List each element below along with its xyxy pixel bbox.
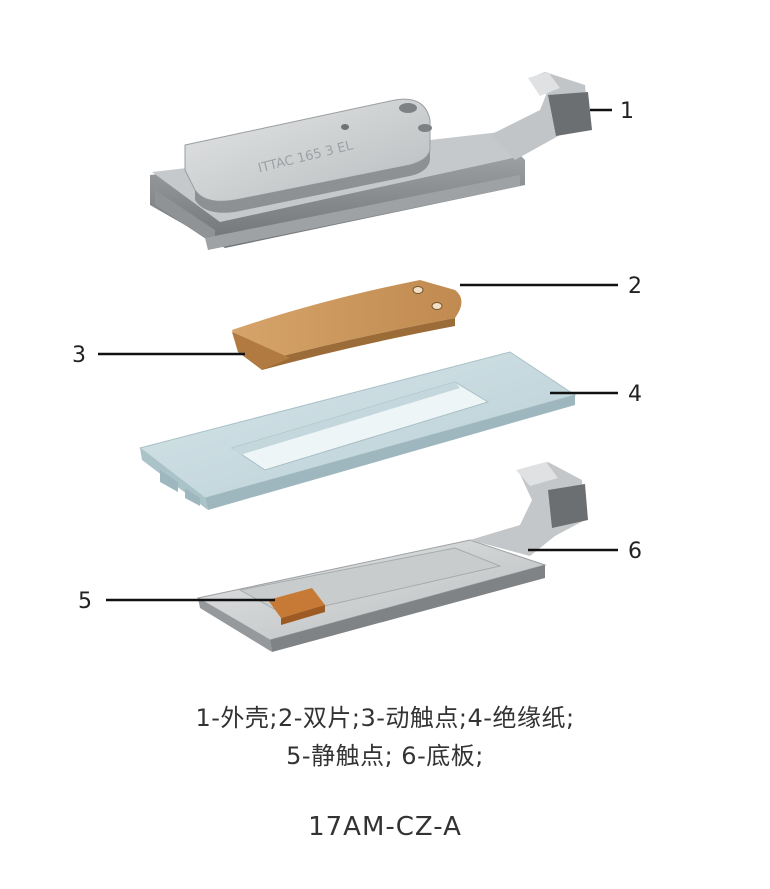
- callout-label-4: 4: [628, 382, 642, 407]
- parts-legend-line-1: 1-外壳;2-双片;3-动触点;4-绝缘纸;: [195, 704, 575, 732]
- callout-label-6: 6: [628, 539, 642, 564]
- model-code: 17AM-CZ-A: [308, 812, 462, 842]
- callout-4: 4: [550, 382, 642, 407]
- callout-1: 1: [590, 99, 634, 124]
- exploded-view-diagram: ITTAC 165 3 EL: [72, 72, 642, 652]
- moving-contact-part: [232, 332, 290, 370]
- bimetal-strip-part: [232, 280, 462, 370]
- callout-3: 3: [72, 343, 245, 368]
- callout-label-2: 2: [628, 274, 642, 299]
- fixed-contact-part: [268, 588, 325, 625]
- parts-legend-line-2: 5-静触点; 6-底板;: [286, 742, 484, 770]
- callout-6: 6: [528, 539, 642, 564]
- callout-label-1: 1: [620, 99, 634, 124]
- callout-label-5: 5: [78, 589, 92, 614]
- housing-part: ITTAC 165 3 EL: [150, 72, 592, 250]
- callout-2: 2: [460, 274, 642, 299]
- callout-5: 5: [78, 589, 275, 614]
- insulation-paper-part: [138, 351, 577, 510]
- callout-label-3: 3: [72, 343, 86, 368]
